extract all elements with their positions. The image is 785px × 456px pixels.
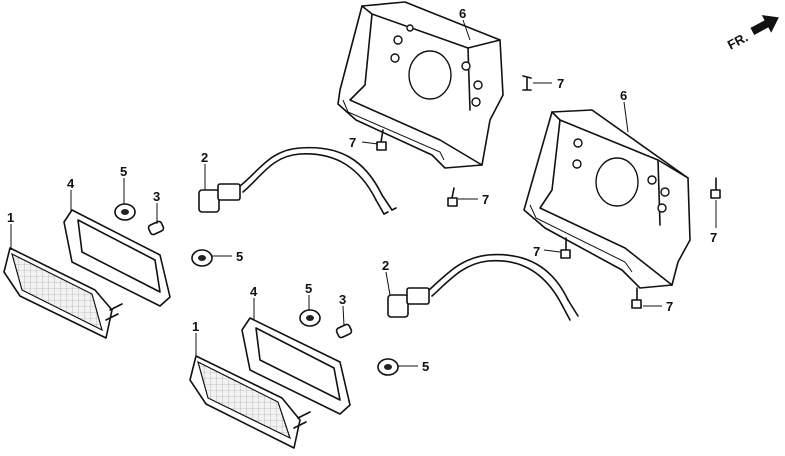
mounting-bracket-lower (523, 109, 691, 289)
screw-7-f (631, 287, 642, 309)
bulb-3-a (147, 220, 165, 236)
front-arrow-icon (750, 15, 779, 35)
front-direction-indicator: FR. (725, 15, 779, 53)
callout-2-lower: 2 (382, 258, 389, 273)
callout-5-b: 5 (236, 249, 243, 264)
callout-3-upper: 3 (153, 189, 160, 204)
callout-7-a: 7 (557, 76, 564, 91)
callout-5-c: 5 (305, 281, 312, 296)
callout-6-lower: 6 (620, 88, 627, 103)
callout-3-lower: 3 (339, 292, 346, 307)
socket-harness-upper (198, 146, 397, 215)
leader-lines (10, 19, 717, 367)
callout-labels: 1 1 2 2 3 3 4 4 5 5 5 5 6 6 7 7 7 7 7 7 (7, 6, 717, 374)
callout-7-b: 7 (349, 135, 356, 150)
screw-7-e (560, 237, 571, 259)
bulb-3-b (335, 323, 353, 339)
callout-7-c: 7 (482, 192, 489, 207)
callout-1-lower: 1 (192, 319, 199, 334)
callout-7-e: 7 (533, 244, 540, 259)
front-direction-label: FR. (725, 29, 751, 52)
mounting-bracket-upper (337, 1, 504, 169)
lamp-lens-1-lower (189, 355, 311, 449)
callout-2-upper: 2 (201, 150, 208, 165)
callout-5-a: 5 (120, 164, 127, 179)
grommet-5-d (377, 358, 399, 376)
callout-1-upper: 1 (7, 210, 14, 225)
grommet-5-a (114, 203, 136, 221)
gasket-4-lower (241, 317, 351, 415)
socket-harness-lower (387, 253, 579, 321)
gasket-4-upper (63, 209, 171, 307)
screw-7-b (376, 129, 387, 151)
callout-4-lower: 4 (250, 284, 258, 299)
callout-5-d: 5 (422, 359, 429, 374)
lamp-lens-1-upper (3, 247, 123, 339)
grommet-5-c (299, 309, 321, 327)
callout-4-upper: 4 (67, 176, 75, 191)
callout-6-upper: 6 (459, 6, 466, 21)
screw-7-d (710, 177, 721, 199)
grommet-5-b (191, 249, 213, 267)
screw-7-a (522, 75, 532, 91)
screw-7-c (447, 187, 458, 207)
callout-7-f: 7 (666, 299, 673, 314)
callout-7-d: 7 (710, 230, 717, 245)
